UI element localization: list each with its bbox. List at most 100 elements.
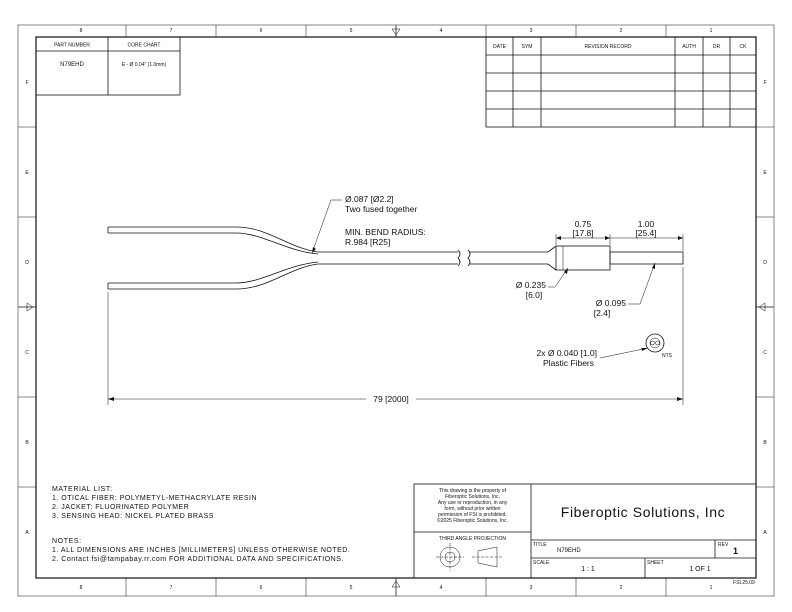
property-notice-line: Any use or reproduction, in any — [438, 500, 508, 506]
dia-0095-in: Ø 0.095 — [596, 298, 627, 308]
bend-radius-callout: MIN. BEND RADIUS: R.984 [R25] — [345, 227, 426, 247]
row-label: B — [763, 440, 767, 446]
end-view-scale: NTS — [662, 353, 673, 359]
rev-label: REV — [718, 542, 729, 548]
projection-label: THIRD ANGLE PROJECTION — [439, 536, 506, 542]
notes-block: NOTES: 1. ALL DIMENSIONS ARE INCHES [MIL… — [52, 538, 350, 563]
rev-header-dr: DR — [713, 44, 721, 50]
row-label: A — [25, 530, 29, 536]
material-list: MATERIAL LIST: 1. OTICAL FIBER: POLYMETY… — [52, 486, 257, 520]
rev-header-date: DATE — [493, 44, 507, 50]
overall-length-text: 79 [2000] — [373, 394, 408, 404]
col-label: 7 — [170, 585, 173, 591]
col-label: 2 — [620, 28, 623, 34]
col-label: 5 — [350, 28, 353, 34]
break-mark-right — [467, 249, 471, 267]
end-view: NTS 2x Ø 0.040 [1.0] Plastic Fibers — [537, 333, 673, 368]
dim-100-in: 1.00 — [638, 219, 655, 229]
col-label: 3 — [530, 28, 533, 34]
row-label: C — [763, 350, 767, 356]
company-name: Fiberoptic Solutions, Inc — [561, 504, 725, 520]
part-number-header: PART NUMBER — [54, 43, 90, 49]
note-item: 2. Contact fsi@tampabay.rr.com FOR ADDIT… — [52, 556, 344, 563]
property-notice-line: ©2025 Fiberoptic Solutions, Inc. — [437, 517, 508, 524]
scale-label: SCALE — [533, 560, 550, 566]
dim-100-mm: [25.4] — [635, 228, 656, 238]
dim-075: 0.75 [17.8] — [555, 219, 611, 245]
row-labels: F E D C B A F E D C B A — [25, 80, 767, 536]
material-list-title: MATERIAL LIST: — [52, 486, 113, 493]
bend-radius-value: R.984 [R25] — [345, 237, 390, 247]
col-label: 8 — [80, 585, 83, 591]
row-label: A — [763, 530, 767, 536]
upper-fiber-branch-inner — [108, 232, 319, 255]
dia-0235-callout: Ø 0.235 [6.0] — [516, 267, 569, 300]
fiber-note-text: Plastic Fibers — [543, 358, 594, 368]
bend-radius-label: MIN. BEND RADIUS: — [345, 227, 426, 237]
row-label: E — [25, 170, 29, 176]
rev-header-ck: CK — [740, 44, 748, 50]
row-label: E — [763, 170, 767, 176]
overall-length-dim: 79 [2000] — [107, 267, 684, 405]
property-notice-line: form, without prior written — [444, 506, 500, 512]
fused-note-text: Two fused together — [345, 204, 417, 214]
col-label: 1 — [710, 28, 713, 34]
sensing-head-body — [555, 245, 611, 271]
dim-075-in: 0.75 — [575, 219, 592, 229]
title-block: This drawing is the property of Fiberopt… — [413, 483, 757, 579]
sensing-head-tip — [609, 251, 684, 265]
col-label: 4 — [440, 585, 443, 591]
material-item: 1. OTICAL FIBER: POLYMETYL-METHACRYLATE … — [52, 495, 257, 502]
dia-0095-mm: [2.4] — [594, 308, 611, 318]
centering-marks — [18, 25, 774, 596]
row-label: F — [763, 80, 766, 86]
rev-value: 1 — [733, 546, 738, 556]
col-label: 3 — [530, 585, 533, 591]
dia-0095-callout: Ø 0.095 [2.4] — [594, 262, 656, 318]
row-label: D — [763, 260, 767, 266]
dia-0235-mm: [6.0] — [526, 290, 543, 300]
property-notice-line: This drawing is the property of — [439, 488, 507, 494]
drawing-title: N79EHD — [557, 548, 581, 554]
part-number-table: PART NUMBER CORE CHART N79EHD E - Ø 0.04… — [35, 36, 181, 96]
property-notice-line: Fiberoptic Solutions, Inc. — [445, 494, 500, 500]
col-label: 1 — [710, 585, 713, 591]
row-label: C — [25, 350, 29, 356]
col-label: 4 — [440, 28, 443, 34]
upper-fiber-branch — [108, 226, 458, 253]
core-chart-value: E - Ø 0.04" (1.0mm) — [122, 62, 167, 68]
fused-diameter-text: Ø.087 [Ø2.2] — [345, 194, 394, 204]
column-labels: 8 7 6 5 4 3 2 1 8 7 6 5 4 3 2 1 — [80, 28, 713, 591]
projection-symbol-icon — [436, 543, 503, 571]
fused-diameter-callout: Ø.087 [Ø2.2] Two fused together — [311, 194, 417, 254]
col-label: 5 — [350, 585, 353, 591]
sheet-value: 1 OF 1 — [689, 566, 711, 573]
document-code: FSI.25.09 — [733, 580, 755, 586]
fiber-cable-drawing — [107, 226, 684, 290]
row-label: D — [25, 260, 29, 266]
row-label: B — [25, 440, 29, 446]
scale-value: 1 : 1 — [581, 566, 595, 573]
sheet-label: SHEET — [647, 560, 664, 566]
property-notice-line: permission of FSI is prohibited. — [438, 512, 507, 518]
note-item: 1. ALL DIMENSIONS ARE INCHES [MILLIMETER… — [52, 547, 350, 554]
notes-title: NOTES: — [52, 538, 82, 545]
rev-header-sym: SYM — [522, 44, 533, 50]
col-label: 6 — [260, 585, 263, 591]
part-number-value: N79EHD — [60, 62, 84, 68]
rev-header-auth: AUTH — [682, 44, 696, 50]
row-label: F — [25, 80, 28, 86]
lower-fiber-branch-inner — [108, 261, 319, 284]
col-label: 7 — [170, 28, 173, 34]
col-label: 8 — [80, 28, 83, 34]
core-chart-header: CORE CHART — [128, 43, 161, 49]
fiber-diameter-text: 2x Ø 0.040 [1.0] — [537, 348, 597, 358]
col-label: 6 — [260, 28, 263, 34]
rev-header-record: REVISION RECORD — [585, 44, 632, 50]
material-item: 2. JACKET: FLUORINATED POLYMER — [52, 504, 189, 511]
dim-075-mm: [17.8] — [572, 228, 593, 238]
dia-0235-in: Ø 0.235 — [516, 280, 547, 290]
material-item: 3. SENSING HEAD: NICKEL PLATED BRASS — [52, 513, 214, 520]
break-mark-left — [457, 249, 461, 267]
